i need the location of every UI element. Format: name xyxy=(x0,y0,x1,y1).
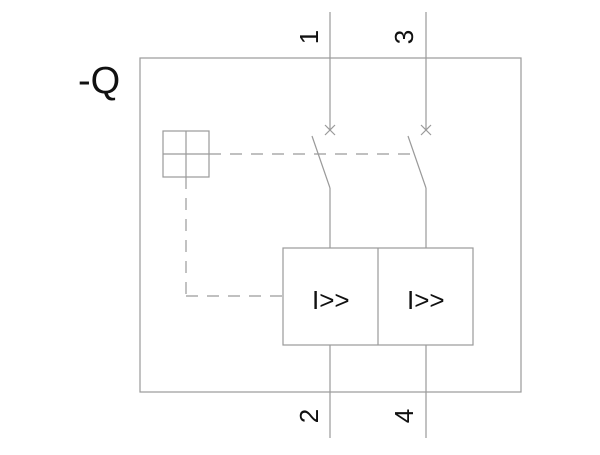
pole-2 xyxy=(407,12,432,438)
pole-1-contact-x-b xyxy=(324,124,336,136)
terminal-3-label: 3 xyxy=(389,30,419,44)
pole-1-switch-blade xyxy=(311,135,331,189)
pole-1 xyxy=(311,12,336,438)
pole-2-switch-blade xyxy=(407,135,427,189)
terminal-4-label: 4 xyxy=(389,409,419,423)
manual-operator-symbol xyxy=(162,130,210,178)
pole-2-contact-x-b xyxy=(420,124,432,136)
terminal-2-label: 2 xyxy=(294,409,324,423)
trip-unit-box xyxy=(282,247,474,346)
trip-unit-right-label: I>> xyxy=(407,285,445,315)
mechanical-linkage xyxy=(185,153,412,297)
terminal-1-label: 1 xyxy=(294,30,324,44)
device-designation: -Q xyxy=(78,60,120,102)
trip-unit-left-label: I>> xyxy=(312,285,350,315)
